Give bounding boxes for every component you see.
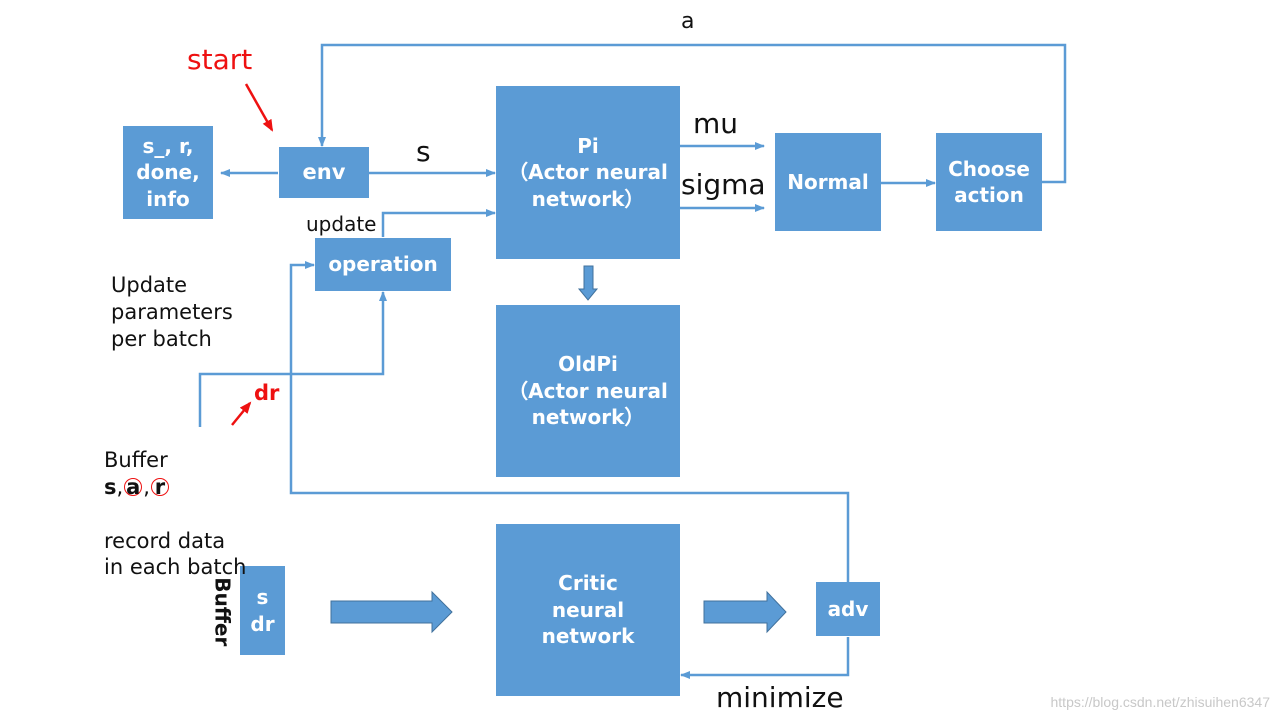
arrow-critic-to-adv [703,590,787,634]
update-label: update [306,212,377,236]
state-label: s [416,135,431,168]
buffer-box: s dr [240,566,285,655]
minimize-label: minimize [716,681,844,714]
arrow-dr [231,401,252,426]
arrow-adv-to-operation [289,261,850,582]
buffer-s: s [104,474,117,499]
choose-action-box: Choose action [936,133,1042,231]
pi-box: Pi （Actor neural network） [496,86,680,259]
buffer-side-label: Buffer [210,577,235,647]
arrow-operation-to-pi [381,209,496,237]
arrow-start [244,83,274,132]
buffer-prefix: Buffer [104,447,168,472]
adv-box: adv [816,582,880,636]
watermark: https://blog.csdn.net/zhisuihen6347 [1050,694,1271,710]
buffer-record-label: Buffer s,a,r record data in each batch [104,447,247,580]
buffer-rest: record data in each batch [104,528,247,580]
info-box: s_, r, done, info [123,126,213,219]
buffer-r-circled: r [150,476,169,497]
arrow-buffer-to-critic [330,590,453,634]
mu-label: mu [693,107,739,140]
env-box: env [279,147,369,198]
normal-box: Normal [775,133,881,231]
operation-box: operation [315,238,451,291]
arrow-action-to-env [318,43,1067,184]
sigma-label: sigma [681,168,766,201]
critic-box: Critic neural network [496,524,680,696]
oldpi-box: OldPi （Actor neural network） [496,305,680,477]
arrow-adv-to-critic [680,637,850,679]
dr-label: dr [254,381,280,405]
action-label: a [681,9,695,34]
start-label: start [187,43,253,76]
buffer-a-circled: a [124,474,143,499]
update-params-label: Update parameters per batch [111,273,233,351]
arrow-pi-to-oldpi [577,265,599,301]
